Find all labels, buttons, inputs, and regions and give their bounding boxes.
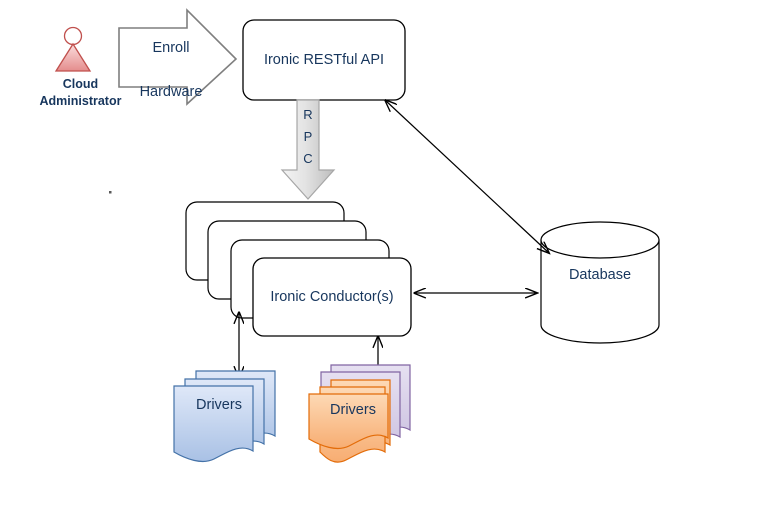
actor-person-icon bbox=[54, 26, 92, 72]
database-cylinder bbox=[540, 221, 660, 344]
ironic-conductor-stack bbox=[185, 201, 412, 337]
enroll-hardware-arrow bbox=[118, 8, 238, 106]
drivers-blue-stack bbox=[173, 370, 276, 463]
stray-dot bbox=[109, 191, 112, 194]
connector-api-database bbox=[385, 100, 549, 253]
rpc-arrow bbox=[280, 99, 336, 200]
drivers-orange-stack bbox=[308, 379, 391, 463]
ironic-api-box bbox=[242, 19, 406, 101]
